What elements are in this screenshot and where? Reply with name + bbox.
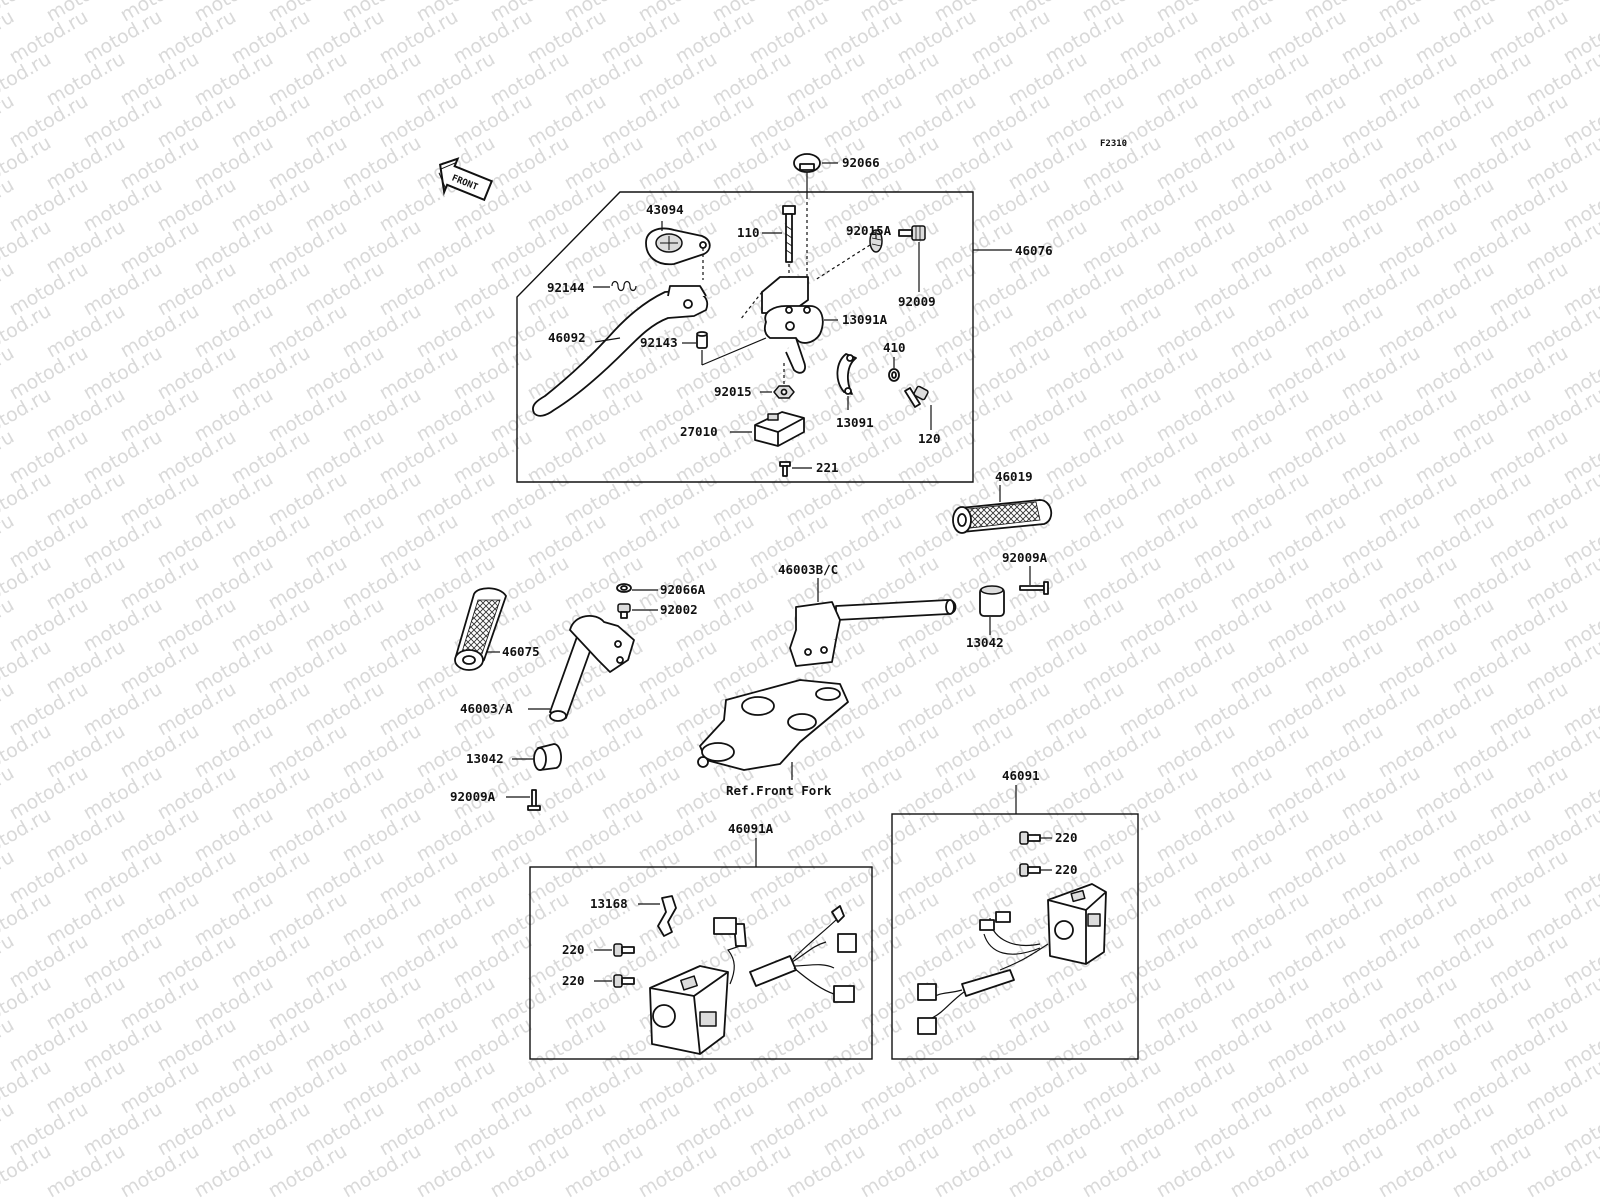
label-92009: 92009 [898, 294, 936, 309]
label-92009A-left: 92009A [450, 789, 496, 804]
label-46003A: 46003/A [460, 701, 513, 716]
label-92143: 92143 [640, 335, 678, 350]
part-92143-collar [682, 331, 767, 366]
part-220-screw-right-1 [1019, 831, 1052, 845]
label-46003BC: 46003B/C [778, 562, 838, 577]
part-46091-right-switch-housing [917, 883, 1107, 1035]
part-13091-clamp [836, 353, 857, 410]
label-92144: 92144 [547, 280, 585, 295]
part-92066A-cap [616, 583, 658, 593]
label-46076: 46076 [1015, 243, 1053, 258]
part-410-washer [888, 357, 900, 382]
part-92009A-right-screw [1019, 566, 1049, 595]
watermark-text: motod.ru [1523, 1140, 1600, 1200]
figure-code: F2310 [1100, 139, 1127, 149]
label-410: 410 [883, 340, 906, 355]
part-46003BC-right-handlebar [789, 578, 957, 667]
part-92009-screw [898, 225, 926, 292]
label-92066: 92066 [842, 155, 880, 170]
part-120-bolt [904, 385, 932, 430]
label-92066A: 92066A [660, 582, 706, 597]
assembly-frame-46091A [529, 866, 873, 1060]
label-220-left-2: 220 [562, 973, 585, 988]
label-220-right-1: 220 [1055, 830, 1078, 845]
label-46092: 46092 [548, 330, 586, 345]
label-110: 110 [737, 225, 760, 240]
part-13091A-body [739, 276, 838, 374]
label-46091: 46091 [1002, 768, 1040, 783]
label-92015: 92015 [714, 384, 752, 399]
part-92002-bolt [617, 603, 658, 619]
part-13168-clip [638, 895, 677, 937]
part-46075-left-grip [454, 587, 507, 671]
part-221-screw [779, 461, 812, 477]
part-27010-switch [730, 411, 805, 447]
part-92015A-nut [814, 229, 883, 281]
label-43094: 43094 [646, 202, 684, 217]
part-front-fork-top-bridge [697, 679, 849, 780]
label-220-right-2: 220 [1055, 862, 1078, 877]
label-13091A: 13091A [842, 312, 888, 327]
assembly-frame-46076 [516, 191, 974, 483]
label-13042-right: 13042 [966, 635, 1004, 650]
part-220-screw-left-1 [594, 943, 635, 957]
front-fork-reference: Ref.Front Fork [726, 783, 832, 798]
label-46091A: 46091A [728, 821, 774, 836]
part-220-screw-left-2 [594, 974, 635, 988]
part-13042-right-weight [979, 585, 1005, 635]
label-46019: 46019 [995, 469, 1033, 484]
part-92144-spring [593, 280, 637, 292]
part-13042-left-weight [512, 743, 562, 771]
label-27010: 27010 [680, 424, 718, 439]
assembly-frame-46091 [891, 813, 1139, 1060]
label-13042-left: 13042 [466, 751, 504, 766]
label-92015A: 92015A [846, 223, 892, 238]
part-43094-cover [645, 221, 711, 280]
part-92009A-left-screw [506, 789, 541, 811]
part-46003A-left-handlebar [528, 615, 635, 722]
label-120: 120 [918, 431, 941, 446]
label-13091: 13091 [836, 415, 874, 430]
label-221: 221 [816, 460, 839, 475]
part-92015-nut [760, 362, 795, 399]
label-46075: 46075 [502, 644, 540, 659]
label-220-left-1: 220 [562, 942, 585, 957]
label-13168: 13168 [590, 896, 628, 911]
part-46091A-left-switch-housing [649, 905, 857, 1055]
part-46019-right-grip [952, 485, 1053, 534]
part-46092-lever [532, 285, 709, 417]
part-92066-cap [793, 153, 838, 296]
label-92009A-right: 92009A [1002, 550, 1048, 565]
front-arrow-icon: FRONT [438, 157, 494, 202]
label-92002: 92002 [660, 602, 698, 617]
part-220-screw-right-2 [1019, 863, 1052, 877]
watermark-text: motod.ru [1597, 0, 1600, 26]
